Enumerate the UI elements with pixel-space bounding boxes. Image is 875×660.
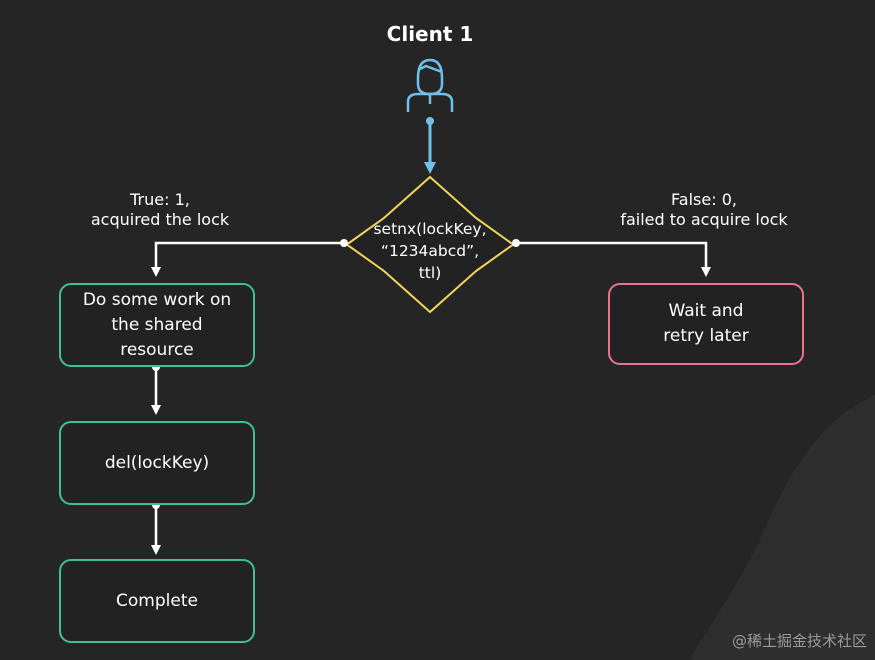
delete-step-label: del(lockKey) [104, 452, 210, 473]
false-branch-label: False: 0, failed to acquire lock [594, 190, 814, 230]
true-branch-arrow [151, 241, 344, 277]
false-branch-arrow [516, 241, 711, 277]
decision-line: ttl) [418, 264, 442, 282]
complete-step-box: Complete [59, 559, 255, 643]
watermark: @稀土掘金技术社区 [731, 632, 867, 650]
user-icon [406, 58, 454, 112]
client-title: Client 1 [386, 22, 474, 46]
true-label-line: True: 1, [130, 190, 190, 209]
false-label-line: failed to acquire lock [620, 210, 788, 229]
work-step-line: Do some work on [82, 289, 232, 310]
false-label-line: False: 0, [671, 190, 737, 209]
delete-step-box: del(lockKey) [59, 421, 255, 505]
decision-text: setnx(lockKey, “1234abcd”, ttl) [345, 218, 515, 284]
decision-line: setnx(lockKey, [373, 220, 487, 238]
work-step-line: the shared [111, 314, 203, 335]
wait-step-line: Wait and [668, 301, 744, 321]
work-step-line: resource [120, 339, 194, 360]
work-step-box: Do some work on the shared resource [59, 283, 255, 367]
wait-step-line: retry later [663, 326, 749, 346]
true-branch-label: True: 1, acquired the lock [60, 190, 260, 230]
wait-step-box: Wait and retry later [608, 283, 804, 365]
true-label-line: acquired the lock [90, 210, 230, 229]
decision-line: “1234abcd”, [380, 242, 480, 260]
complete-step-label: Complete [116, 590, 198, 611]
